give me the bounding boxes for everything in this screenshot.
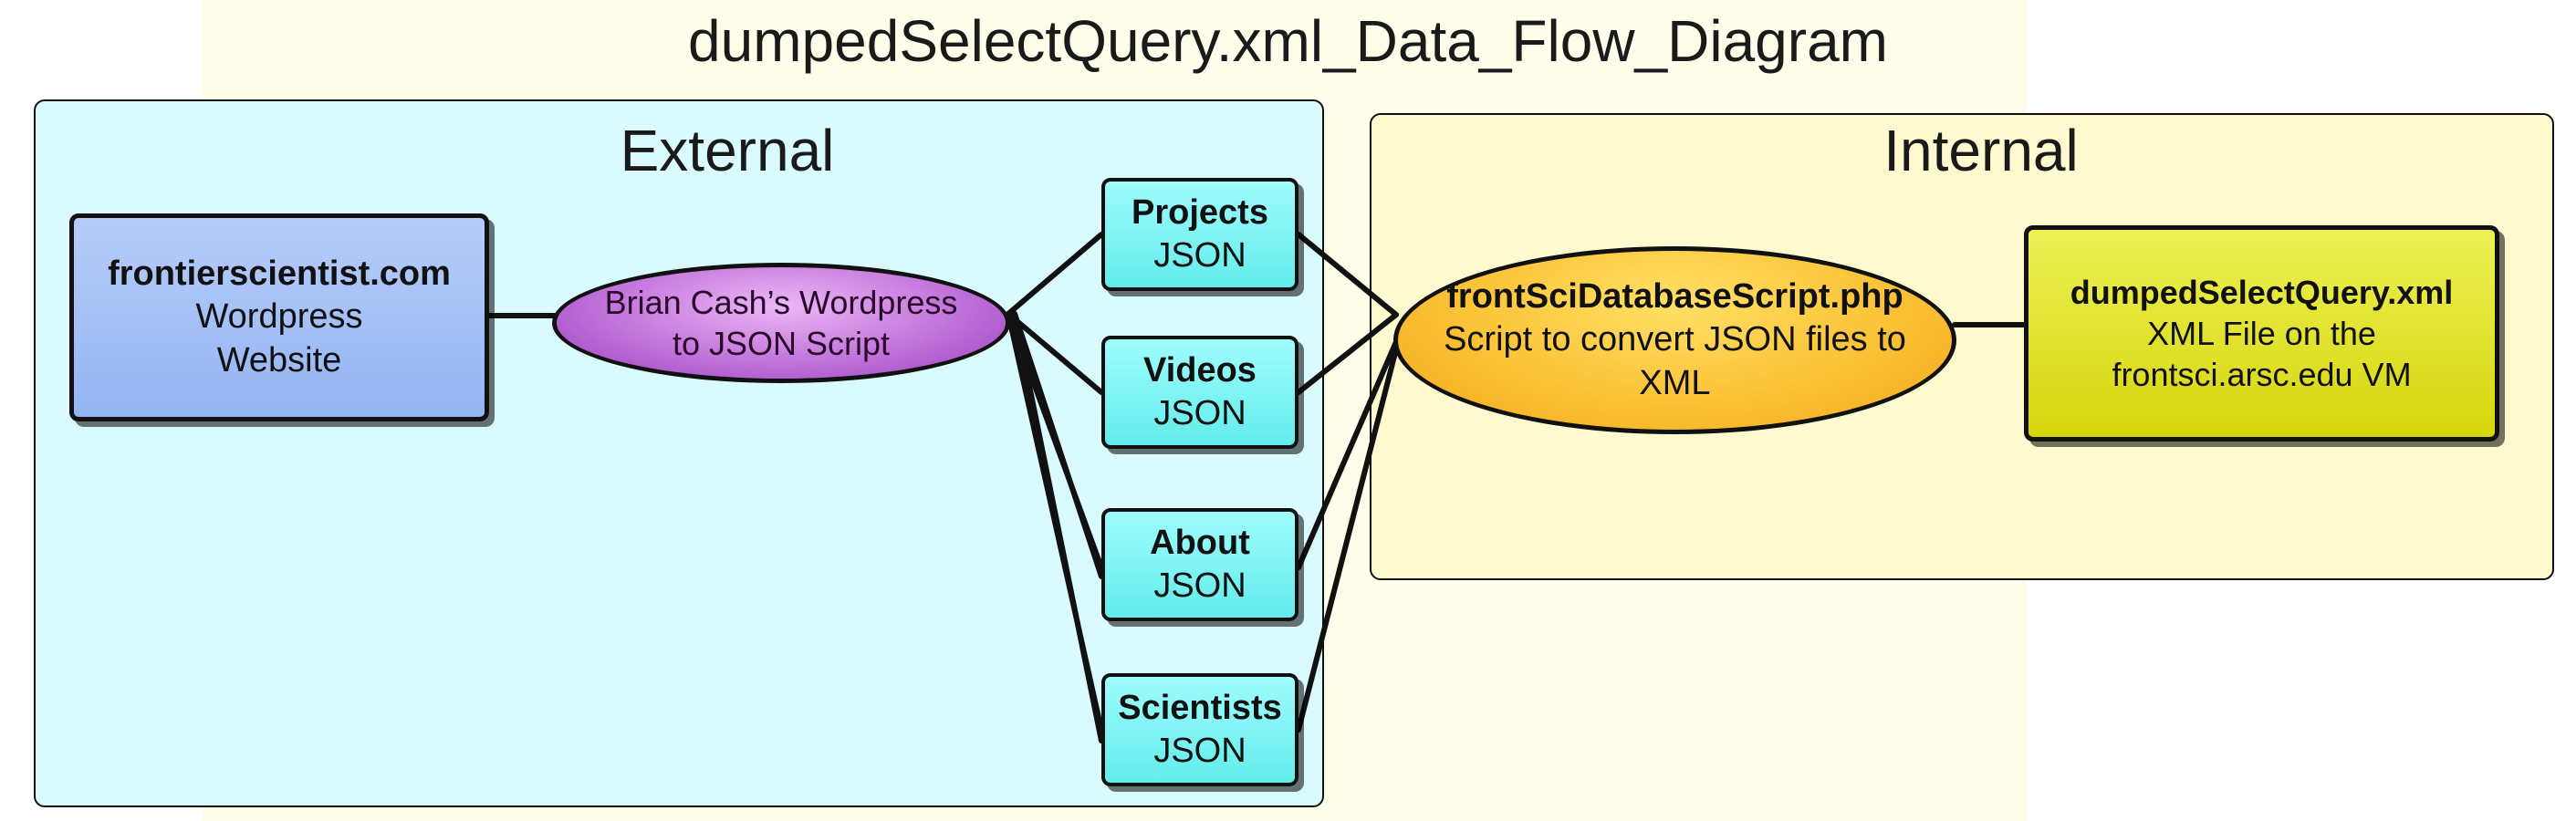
- json-node-videos: Videos JSON: [1101, 336, 1298, 449]
- edge-wp-script-to-about-2: [1012, 311, 1104, 579]
- edge-projects-to-php: [1296, 232, 1399, 317]
- xml-file-desc-line1: XML File on the: [2147, 315, 2376, 352]
- website-node: frontierscientist.com Wordpress Website: [69, 213, 489, 421]
- json-node-name: Videos: [1143, 350, 1257, 390]
- json-node-name: About: [1150, 523, 1250, 562]
- edge-wp-script-to-videos: [1006, 311, 1104, 395]
- wp-script-line2: to JSON Script: [672, 325, 891, 362]
- php-script-desc-line1: Script to convert JSON files to: [1444, 320, 1906, 359]
- edge-wp-script-to-projects: [1006, 232, 1104, 317]
- json-node-about: About JSON: [1101, 508, 1298, 621]
- edge-wp-script-to-scientists-2: [1012, 311, 1104, 743]
- json-node-projects: Projects JSON: [1101, 178, 1298, 291]
- json-node-type: JSON: [1153, 236, 1246, 275]
- wp-script-line1: Brian Cash’s Wordpress: [604, 284, 958, 321]
- external-region-label: External: [620, 118, 835, 183]
- json-node-name: Scientists: [1118, 688, 1282, 727]
- edge-scientists-to-php: [1296, 339, 1401, 733]
- json-node-type: JSON: [1153, 566, 1246, 605]
- php-script-desc-line2: XML: [1639, 363, 1711, 402]
- edge-about-to-php: [1296, 335, 1401, 570]
- edge-videos-to-php: [1296, 312, 1399, 395]
- json-node-name: Projects: [1132, 192, 1268, 232]
- internal-region-label: Internal: [1883, 118, 2079, 183]
- website-desc-line1: Wordpress: [195, 297, 363, 337]
- php-script-node: frontSciDatabaseScript.php Script to con…: [1393, 246, 1956, 434]
- xml-file-name: dumpedSelectQuery.xml: [2070, 274, 2454, 311]
- json-node-type: JSON: [1153, 732, 1246, 770]
- website-desc-line2: Website: [216, 340, 342, 379]
- php-script-name: frontSciDatabaseScript.php: [1446, 276, 1903, 316]
- website-name: frontierscientist.com: [108, 254, 451, 293]
- json-node-type: JSON: [1153, 394, 1246, 432]
- diagram-title: dumpedSelectQuery.xml_Data_Flow_Diagram: [688, 8, 1888, 74]
- json-node-scientists: Scientists JSON: [1101, 673, 1298, 786]
- xml-file-desc-line2: frontsci.arsc.edu VM: [2112, 356, 2412, 393]
- xml-file-node: dumpedSelectQuery.xml XML File on the fr…: [2024, 225, 2499, 442]
- wp-to-json-script-node: Brian Cash’s Wordpress to JSON Script: [552, 263, 1010, 383]
